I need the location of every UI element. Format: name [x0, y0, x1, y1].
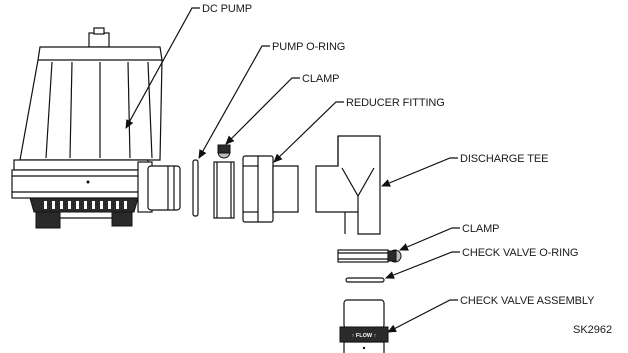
label-clamp-top: CLAMP [302, 73, 339, 85]
label-discharge-tee: DISCHARGE TEE [460, 153, 548, 165]
label-check-valve-assembly: CHECK VALVE ASSEMBLY [460, 295, 595, 307]
clamp-bottom [337, 249, 402, 263]
clamp-top [213, 144, 235, 219]
label-pump-oring: PUMP O-RING [272, 41, 345, 53]
leader-lines [125, 7, 460, 333]
check-valve-assembly: ↑ FLOW ↑ [339, 299, 389, 353]
dc-pump [11, 27, 181, 229]
label-clamp-bottom: CLAMP [462, 223, 499, 235]
label-dc-pump: DC PUMP [202, 3, 252, 15]
drawing-number: SK2962 [573, 324, 612, 336]
label-reducer-fitting: REDUCER FITTING [346, 97, 445, 109]
reducer-fitting [242, 155, 299, 223]
pump-oring [192, 159, 199, 217]
flow-marking: ↑ FLOW ↑ [352, 333, 377, 339]
discharge-tee [315, 135, 381, 235]
check-valve-oring [345, 277, 385, 283]
label-check-valve-oring: CHECK VALVE O-RING [462, 247, 578, 259]
